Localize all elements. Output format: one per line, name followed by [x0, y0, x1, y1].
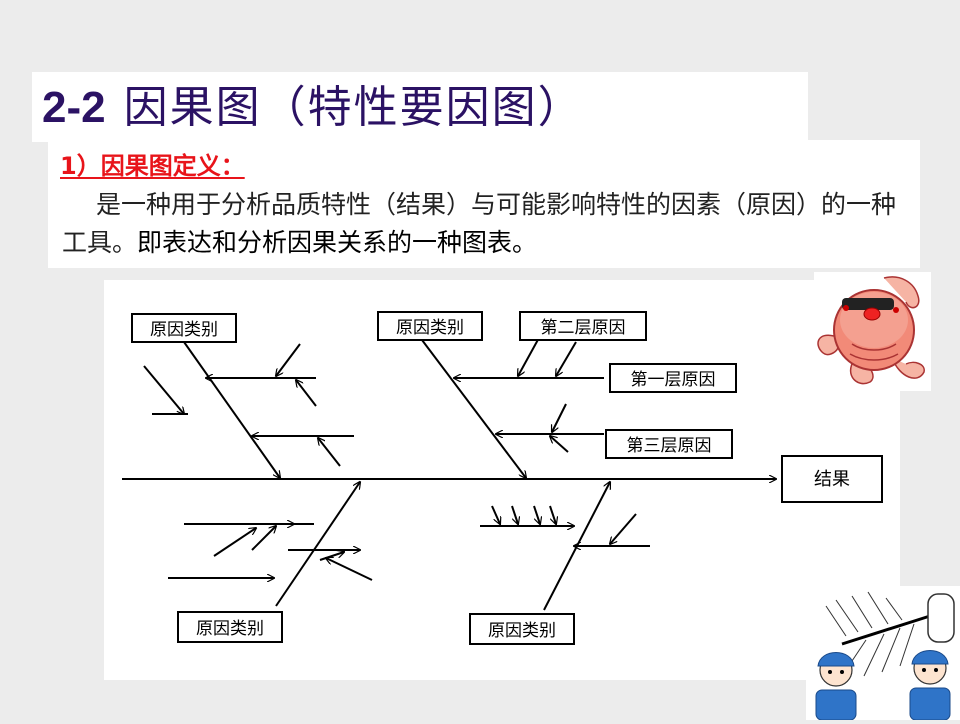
- definition-text-part1: 是一种用于分析品质特性（结果）与可能影响特性的因素（原因）的一种工具。: [62, 190, 897, 257]
- sub-branch: [319, 552, 344, 561]
- sub-branch: [511, 505, 518, 524]
- result-box: [781, 455, 883, 503]
- definition-text-part2: 即表达和分析因果关系的一种图表。: [137, 228, 538, 257]
- sub-branch: [326, 558, 373, 581]
- second-level-cause-box: [519, 311, 647, 341]
- fishbone-svg: 原因类别 原因类别 第二层原因 第一层原因 第三层原因 结果 原因类别 原因类别: [122, 311, 883, 645]
- sub-branch: [552, 403, 567, 432]
- workers-with-fishbone-image: [806, 586, 960, 721]
- sub-branch: [276, 343, 301, 376]
- sub-branch: [213, 528, 256, 557]
- sub-branch: [251, 526, 276, 551]
- label-first-level-cause: 第一层原因: [631, 370, 716, 390]
- branch: [143, 365, 184, 414]
- third-level-cause-box: [605, 429, 733, 459]
- cartoon-fish-image: [814, 272, 931, 391]
- sub-branch: [518, 335, 541, 376]
- label-cause-category: 原因类别: [396, 318, 464, 338]
- workers-icon: [815, 591, 955, 721]
- cause-category-box: [469, 613, 575, 645]
- bone-top-mid: [421, 339, 526, 478]
- slide-number: 2-2: [42, 83, 106, 132]
- sub-branch: [549, 505, 556, 524]
- sub-branch: [556, 341, 577, 376]
- label-result: 结果: [814, 469, 850, 490]
- label-cause-category: 原因类别: [196, 619, 264, 639]
- slide-title: 2-2 因果图（特性要因图）: [42, 82, 584, 134]
- label-cause-category: 原因类别: [150, 320, 218, 340]
- sub-branch: [550, 436, 569, 453]
- sub-branch: [610, 513, 637, 544]
- slide-title-text: 因果图（特性要因图）: [123, 82, 584, 133]
- definition-box: 1）因果图定义： 是一种用于分析品质特性（结果）与可能影响特性的因素（原因）的一…: [48, 140, 920, 268]
- sub-branch: [318, 438, 341, 467]
- bone-top-left: [183, 341, 280, 478]
- definition-heading: 1）因果图定义：: [60, 152, 245, 180]
- label-third-level-cause: 第三层原因: [627, 436, 712, 456]
- sub-branch: [296, 380, 317, 407]
- sub-branch: [533, 505, 540, 524]
- label-cause-category: 原因类别: [488, 621, 556, 641]
- fish-icon: [817, 276, 925, 385]
- first-level-cause-box: [609, 363, 737, 393]
- title-box: 2-2 因果图（特性要因图）: [32, 72, 808, 142]
- definition-text: 是一种用于分析品质特性（结果）与可能影响特性的因素（原因）的一种工具。即表达和分…: [62, 186, 912, 262]
- sub-branch: [491, 505, 500, 524]
- cause-category-box: [377, 311, 483, 341]
- bone-bottom-left: [275, 482, 360, 607]
- cause-category-box: [131, 313, 237, 343]
- cause-category-box: [177, 611, 283, 643]
- fishbone-diagram: 原因类别 原因类别 第二层原因 第一层原因 第三层原因 结果 原因类别 原因类别: [104, 280, 900, 680]
- label-second-level-cause: 第二层原因: [541, 318, 626, 338]
